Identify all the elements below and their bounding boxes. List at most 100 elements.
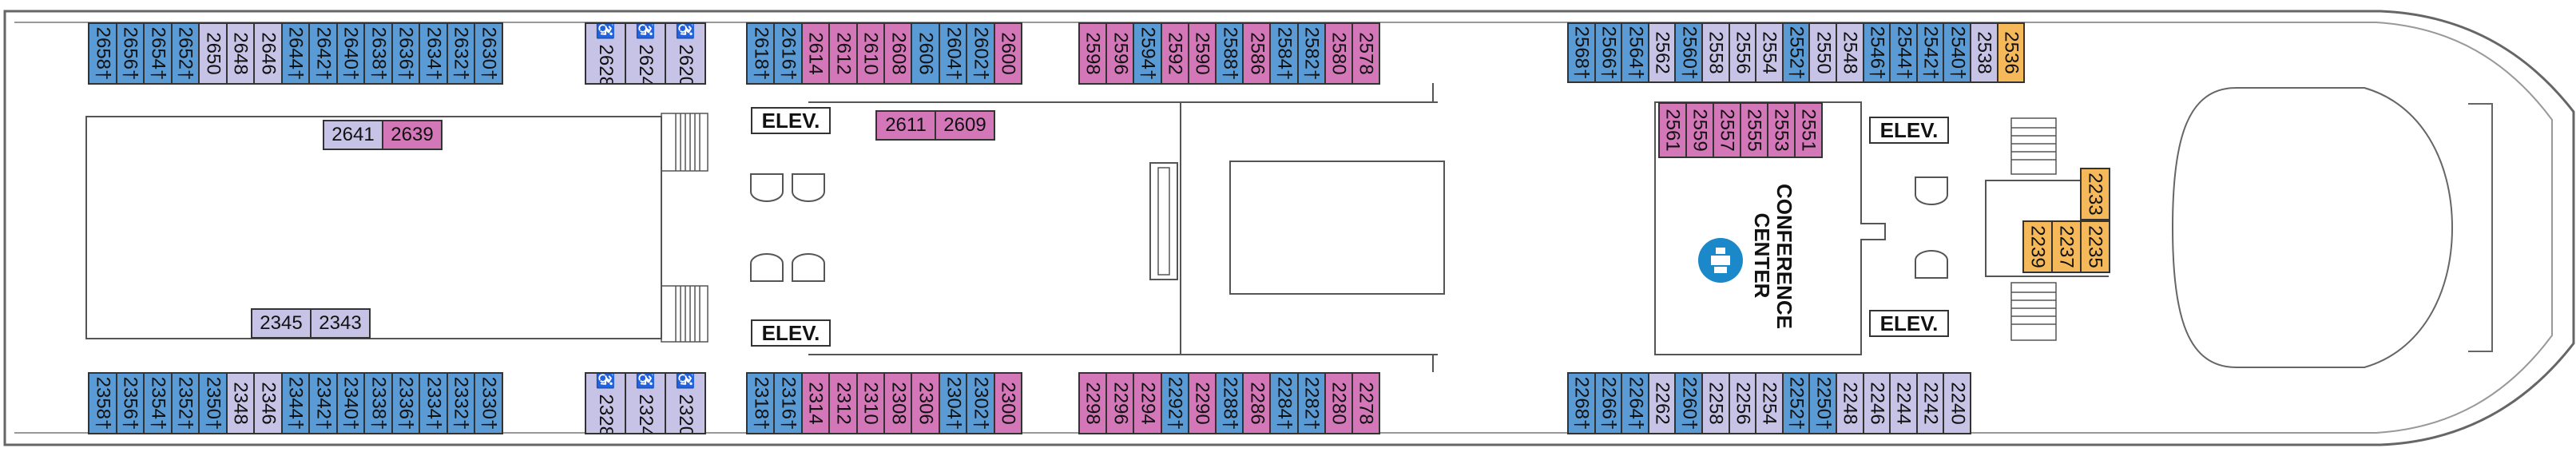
cabin-2260[interactable]: 2260† [1674,372,1703,434]
cabin-2564[interactable]: 2564† [1621,22,1649,83]
cabin-2540[interactable]: 2540† [1943,22,1971,83]
cabin-2308[interactable]: 2308 [883,372,913,434]
cabin-2624[interactable]: ♿ 2624 [625,22,666,85]
cabin-2316[interactable]: 2316† [773,372,803,434]
cabin-2330[interactable]: 2330† [474,372,503,434]
cabin-2618[interactable]: 2618† [746,22,776,85]
cabin-2548[interactable]: 2548 [1836,22,1864,83]
cabin-2604[interactable]: 2604† [938,22,968,85]
cabin-2284[interactable]: 2284† [1269,372,1299,434]
cabin-2350[interactable]: 2350† [198,372,228,434]
cabin-2638[interactable]: 2638† [363,22,393,85]
cabin-2262[interactable]: 2262 [1647,372,1677,434]
cabin-2640[interactable]: 2640† [335,22,365,85]
cabin-2296[interactable]: 2296 [1105,372,1135,434]
cabin-2636[interactable]: 2636† [391,22,420,85]
cabin-2288[interactable]: 2288† [1215,372,1244,434]
cabin-2561[interactable]: 2561 [1658,102,1687,158]
cabin-2578[interactable]: 2578 [1352,22,1381,85]
cabin-2650[interactable]: 2650 [198,22,228,85]
cabin-2609[interactable]: 2609 [935,110,995,141]
cabin-2553[interactable]: 2553 [1767,102,1796,158]
cabin-2632[interactable]: 2632† [446,22,475,85]
cabin-2328[interactable]: ♿ 2328 [585,372,626,434]
cabin-2345[interactable]: 2345 [251,308,312,339]
cabin-2332[interactable]: 2332† [446,372,475,434]
cabin-2240[interactable]: 2240 [1943,372,1971,434]
cabin-2630[interactable]: 2630† [474,22,503,85]
cabin-2652[interactable]: 2652† [170,22,200,85]
cabin-2258[interactable]: 2258 [1701,372,1730,434]
cabin-2559[interactable]: 2559 [1685,102,1714,158]
cabin-2294[interactable]: 2294 [1133,372,1162,434]
cabin-2292[interactable]: 2292† [1160,372,1189,434]
cabin-2318[interactable]: 2318† [746,372,776,434]
cabin-2554[interactable]: 2554 [1755,22,1784,83]
cabin-2544[interactable]: 2544† [1889,22,1918,83]
cabin-2250[interactable]: 2250† [1808,372,1837,434]
cabin-2354[interactable]: 2354† [143,372,173,434]
cabin-2268[interactable]: 2268† [1567,372,1596,434]
cabin-2580[interactable]: 2580 [1324,22,1353,85]
cabin-2242[interactable]: 2242 [1915,372,1945,434]
cabin-2558[interactable]: 2558 [1701,22,1730,83]
cabin-2566[interactable]: 2566† [1594,22,1623,83]
cabin-2562[interactable]: 2562 [1647,22,1677,83]
cabin-2542[interactable]: 2542† [1915,22,1945,83]
cabin-2628[interactable]: ♿ 2628 [585,22,626,85]
cabin-2556[interactable]: 2556 [1728,22,1757,83]
cabin-2560[interactable]: 2560† [1674,22,1703,83]
cabin-2286[interactable]: 2286 [1242,372,1272,434]
cabin-2546[interactable]: 2546† [1862,22,1891,83]
cabin-2306[interactable]: 2306 [911,372,940,434]
cabin-2344[interactable]: 2344† [280,372,310,434]
cabin-2342[interactable]: 2342† [308,372,338,434]
cabin-2248[interactable]: 2248 [1836,372,1864,434]
cabin-2538[interactable]: 2538 [1970,22,1998,83]
cabin-2280[interactable]: 2280 [1324,372,1353,434]
cabin-2334[interactable]: 2334† [419,372,448,434]
cabin-2356[interactable]: 2356† [115,372,145,434]
cabin-2233[interactable]: 2233 [2080,168,2110,220]
cabin-2302[interactable]: 2302† [966,372,995,434]
cabin-2352[interactable]: 2352† [170,372,200,434]
cabin-2648[interactable]: 2648 [225,22,255,85]
cabin-2264[interactable]: 2264† [1621,372,1649,434]
cabin-2237[interactable]: 2237 [2051,220,2082,273]
cabin-2592[interactable]: 2592 [1160,22,1189,85]
cabin-2606[interactable]: 2606 [911,22,940,85]
cabin-2300[interactable]: 2300 [993,372,1022,434]
cabin-2568[interactable]: 2568† [1567,22,1596,83]
cabin-2310[interactable]: 2310 [855,372,885,434]
cabin-2343[interactable]: 2343 [310,308,371,339]
cabin-2290[interactable]: 2290 [1187,372,1217,434]
cabin-2594[interactable]: 2594† [1133,22,1162,85]
cabin-2256[interactable]: 2256 [1728,372,1757,434]
cabin-2278[interactable]: 2278 [1352,372,1381,434]
cabin-2608[interactable]: 2608 [883,22,913,85]
cabin-2239[interactable]: 2239 [2022,220,2053,273]
cabin-2586[interactable]: 2586 [1242,22,1272,85]
cabin-2340[interactable]: 2340† [335,372,365,434]
cabin-2612[interactable]: 2612 [828,22,858,85]
cabin-2611[interactable]: 2611 [875,110,936,141]
cabin-2551[interactable]: 2551 [1794,102,1823,158]
cabin-2536[interactable]: 2536 [1996,22,2026,83]
cabin-2346[interactable]: 2346 [253,372,283,434]
cabin-2552[interactable]: 2552† [1781,22,1811,83]
cabin-2620[interactable]: ♿ 2620 [665,22,706,85]
cabin-2336[interactable]: 2336† [391,372,420,434]
cabin-2639[interactable]: 2639 [382,120,443,150]
cabin-2642[interactable]: 2642† [308,22,338,85]
cabin-2590[interactable]: 2590 [1187,22,1217,85]
cabin-2634[interactable]: 2634† [419,22,448,85]
cabin-2324[interactable]: ♿ 2324 [625,372,666,434]
cabin-2282[interactable]: 2282† [1296,372,1326,434]
cabin-2298[interactable]: 2298 [1078,372,1108,434]
cabin-2641[interactable]: 2641 [323,120,383,150]
cabin-2338[interactable]: 2338† [363,372,393,434]
cabin-2348[interactable]: 2348 [225,372,255,434]
cabin-2304[interactable]: 2304† [938,372,968,434]
cabin-2644[interactable]: 2644† [280,22,310,85]
cabin-2266[interactable]: 2266† [1594,372,1623,434]
